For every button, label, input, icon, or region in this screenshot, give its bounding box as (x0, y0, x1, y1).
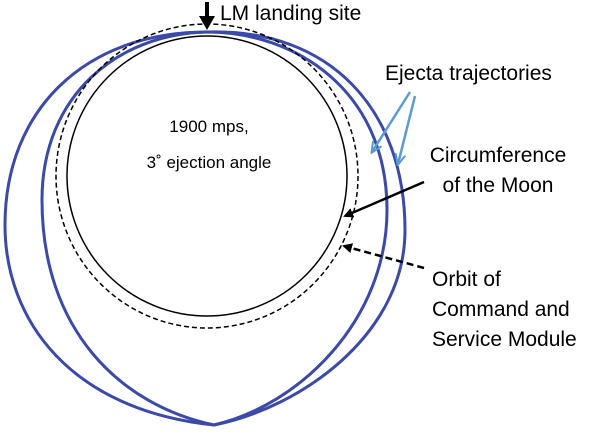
orbit-label-line1: Orbit of (432, 268, 501, 291)
moon-circumference (66, 35, 348, 317)
orbit-label-line2: Command and (432, 298, 570, 321)
speed-label: 1900 mps, (169, 117, 248, 136)
landing-site-label: LM landing site (220, 2, 361, 25)
ejecta-arrow-inner (372, 91, 412, 152)
ejecta-label: Ejecta trajectories (385, 62, 552, 85)
moon-label-line1: Circumference (430, 144, 567, 167)
ejecta-trajectory-inner (40, 30, 389, 427)
ejecta-arrow-outer (398, 95, 417, 164)
orbit-arrow (342, 243, 425, 270)
moon-label-line2: of the Moon (443, 174, 554, 197)
moon-arrow (343, 180, 425, 218)
landing-site-arrowhead (199, 16, 215, 30)
angle-label: 3˚ ejection angle (147, 153, 272, 172)
orbit-label-line3: Service Module (432, 328, 577, 351)
